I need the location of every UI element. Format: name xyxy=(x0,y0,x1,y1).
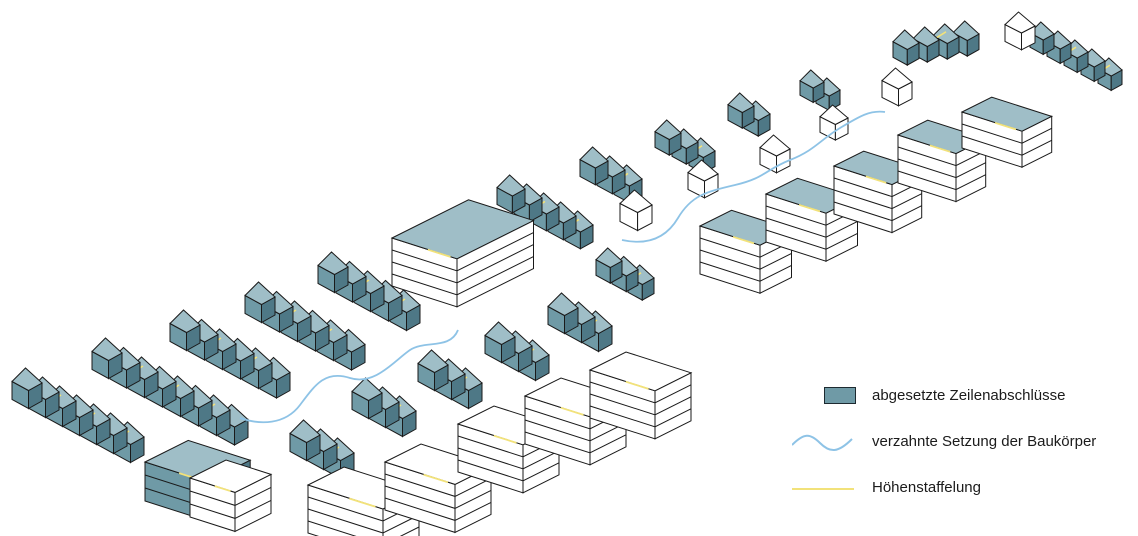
legend-item-height: Höhenstaffelung xyxy=(792,475,1132,521)
blue-wave-icon xyxy=(792,429,854,455)
legend-item-wave: verzahnte Setzung der Baukörper xyxy=(792,429,1132,475)
house-row xyxy=(893,21,979,65)
house-row xyxy=(800,70,840,110)
house-white xyxy=(882,68,912,106)
house-row xyxy=(418,350,482,409)
house-row xyxy=(352,378,416,437)
slab-block xyxy=(392,200,534,307)
house-white xyxy=(1005,12,1035,50)
house-row xyxy=(596,248,654,300)
legend-label: abgesetzte Zeilenabschlüsse xyxy=(872,387,1065,404)
house-white xyxy=(820,105,848,140)
legend-label: Höhenstaffelung xyxy=(872,479,981,496)
house-row xyxy=(548,293,612,352)
legend-item-row-ends: abgesetzte Zeilenabschlüsse xyxy=(792,383,1132,429)
legend-label: verzahnte Setzung der Baukörper xyxy=(872,433,1096,450)
yellow-line-icon xyxy=(792,475,854,501)
house-row xyxy=(485,322,549,381)
teal-block-icon xyxy=(792,383,854,409)
house-row xyxy=(1030,22,1122,90)
house-row xyxy=(728,93,770,136)
legend: abgesetzte Zeilenabschlüsse verzahnte Se… xyxy=(792,383,1132,521)
